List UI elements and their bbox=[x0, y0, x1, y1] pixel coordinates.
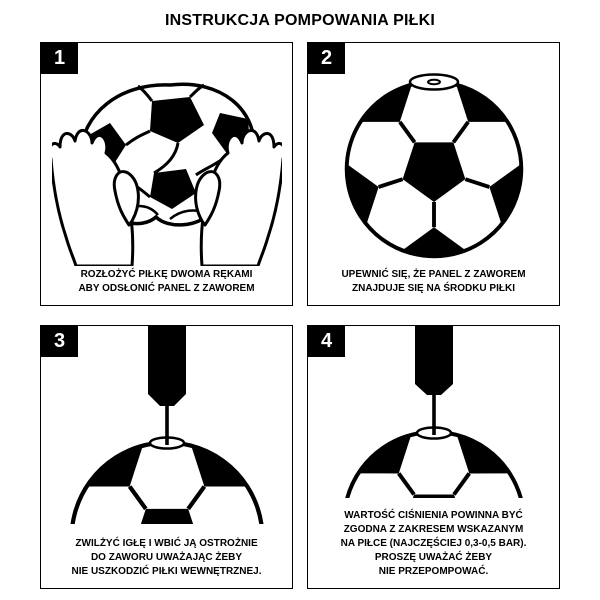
step-1-number-badge: 1 bbox=[41, 43, 78, 74]
pump-taper bbox=[414, 384, 453, 395]
step-1-caption: ROZŁOŻYĆ PIŁKĘ DWOMA RĘKAMI ABY ODSŁONIĆ… bbox=[78, 269, 255, 294]
step-number: 2 bbox=[320, 47, 333, 69]
step-panel-3: 3 ZWILŻYĆ IGŁĘ I WBIĆ JĄ OSTROŻNIE DO ZA… bbox=[40, 325, 293, 589]
step-number: 4 bbox=[320, 330, 333, 352]
illustration-ball-valve-centered bbox=[308, 43, 559, 305]
ball-seams bbox=[110, 83, 229, 210]
step-4-number-badge: 4 bbox=[308, 326, 345, 357]
pump-taper bbox=[147, 394, 186, 406]
page-title: INSTRUKCJA POMPOWANIA PIŁKI bbox=[164, 12, 435, 29]
step-2-number-badge: 2 bbox=[308, 43, 345, 74]
illustration-needle-into-valve bbox=[41, 326, 292, 588]
soccer-ball-drawing bbox=[334, 61, 534, 265]
step-panel-1: 1 bbox=[40, 42, 293, 306]
pump-needle bbox=[164, 405, 169, 445]
illustration-hands-deflated-ball bbox=[41, 43, 292, 305]
step-panel-4: 4 WARTOŚĆ CIŚNIENIA POWINNA BYĆ ZGODNA Z… bbox=[307, 325, 560, 589]
needle-ball-drawing bbox=[52, 326, 282, 524]
steps-grid: 1 bbox=[40, 42, 560, 589]
illustration-pump-pressure bbox=[308, 326, 559, 588]
pump-barrel bbox=[414, 326, 453, 384]
soccer-ball bbox=[334, 61, 534, 265]
valve-hole bbox=[426, 78, 441, 86]
step-3-caption: ZWILŻYĆ IGŁĘ I WBIĆ JĄ OSTROŻNIE DO ZAWO… bbox=[71, 538, 262, 577]
step-panel-2: 2 UPEWNIĆ SIĘ, ŻE PANEL Z ZAWOREM ZNAJDU… bbox=[307, 42, 560, 306]
pump-ball-drawing bbox=[319, 326, 549, 498]
hands-ball-drawing bbox=[51, 82, 282, 266]
step-4-caption: WARTOŚĆ CIŚNIENIA POWINNA BYĆ ZGODNA Z Z… bbox=[340, 510, 527, 577]
pump-barrel bbox=[147, 326, 186, 394]
step-3-number-badge: 3 bbox=[41, 326, 78, 357]
pump-needle bbox=[431, 395, 436, 435]
step-2-caption: UPEWNIĆ SIĘ, ŻE PANEL Z ZAWOREM ZNAJDUJE… bbox=[341, 269, 526, 294]
step-number: 3 bbox=[53, 330, 66, 352]
step-number: 1 bbox=[53, 47, 66, 69]
